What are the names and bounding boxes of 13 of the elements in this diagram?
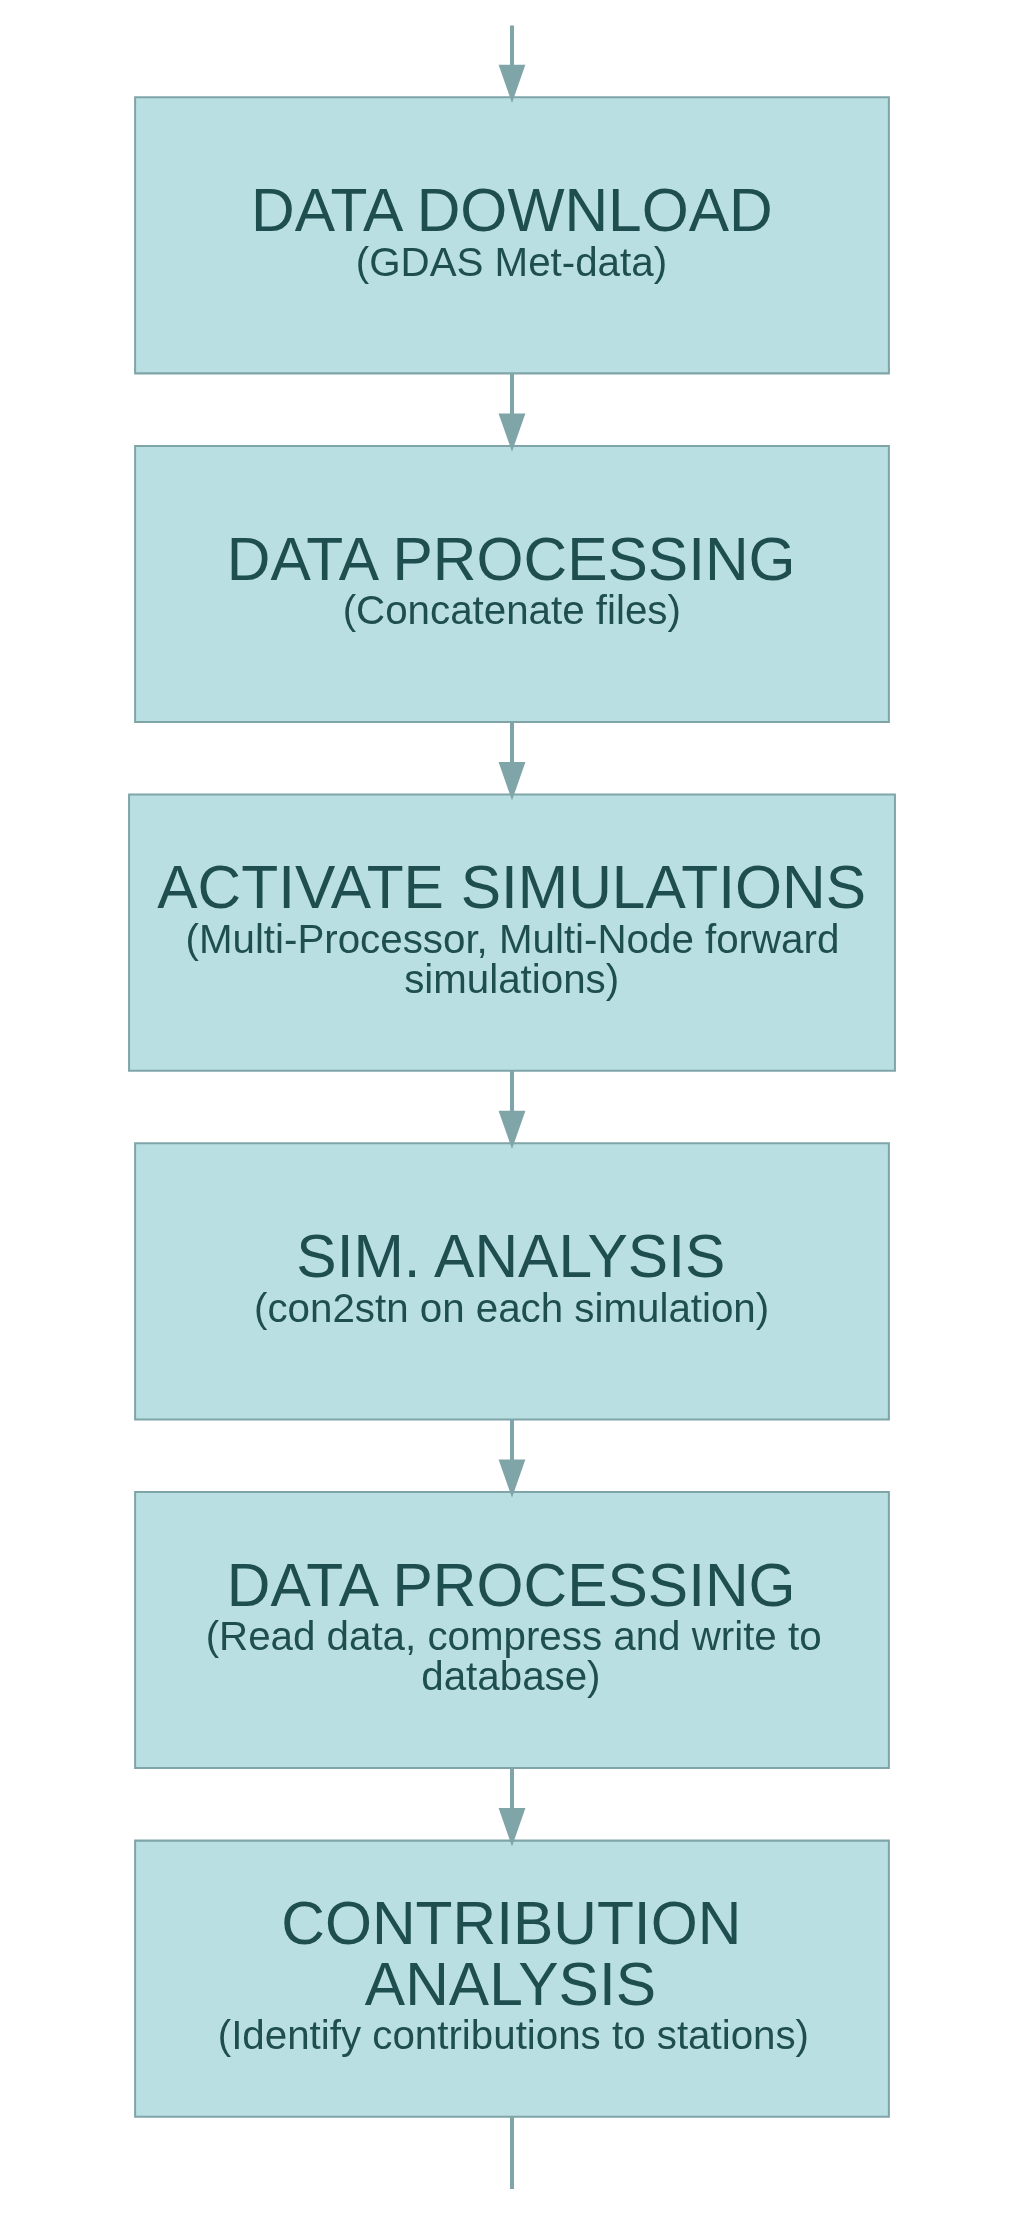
node-box: DATA DOWNLOAD (GDAS Met-data): [134, 96, 890, 375]
arrow: [498, 722, 526, 801]
node-box: ACTIVATE SIMULATIONS (Multi-Processor, Multi-Node forward simulations): [128, 793, 896, 1072]
node-box: DATA PROCESSING (Read data, compress and write to database): [134, 1490, 890, 1770]
arrow: [498, 25, 526, 103]
node-box: CONTRIBUTION ANALYSIS (Identify contributions to stations): [134, 1839, 890, 2118]
arrow: [498, 1070, 526, 1150]
arrow: [498, 1419, 526, 1498]
node-box: SIM. ANALYSIS (con2stn on each simulation): [134, 1142, 890, 1421]
arrow: [498, 1768, 526, 1847]
node-box: DATA PROCESSING (Concatenate files): [134, 444, 890, 724]
arrow: [498, 373, 526, 452]
connector: [510, 2116, 514, 2189]
